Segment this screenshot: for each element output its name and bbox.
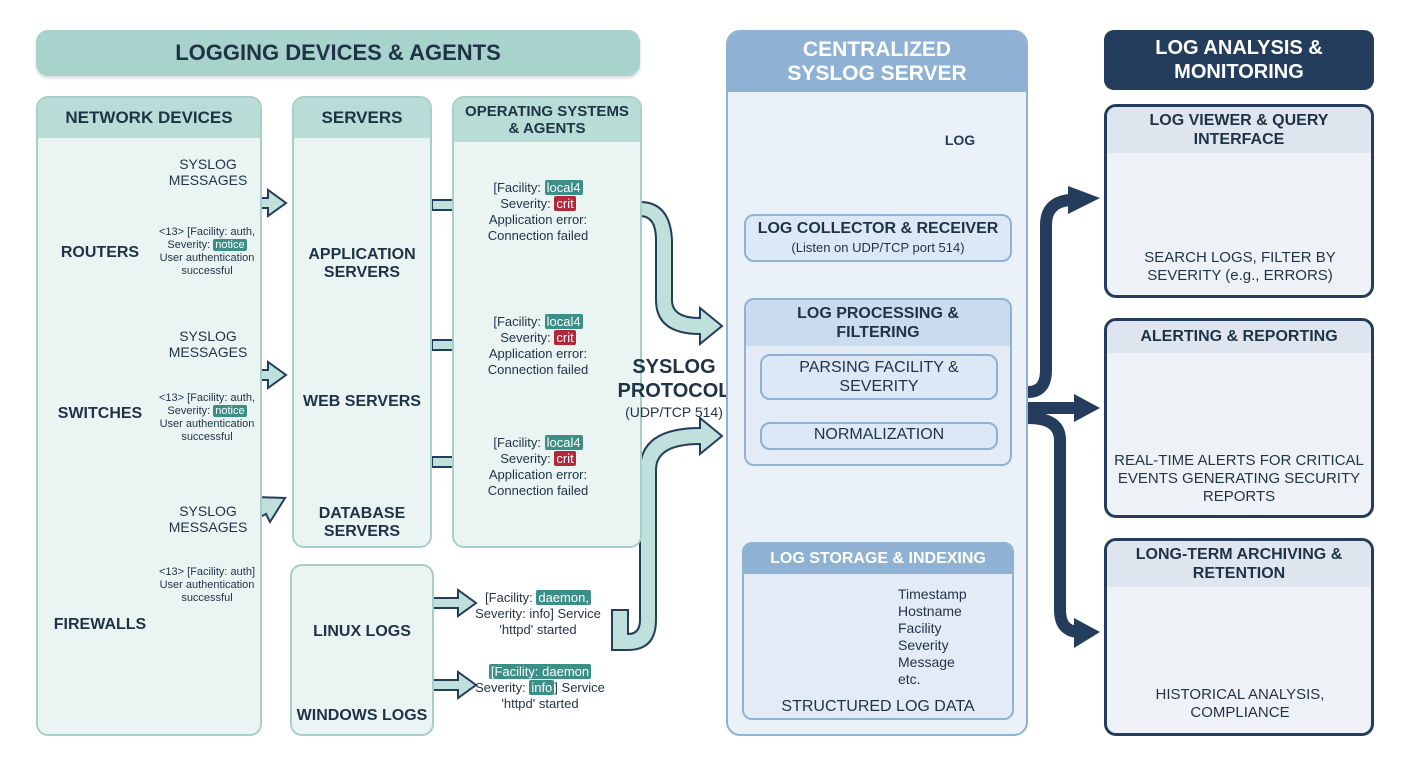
field-facility: Facility xyxy=(898,620,942,636)
log-file-text: LOG xyxy=(944,132,976,148)
log-viewer-description: SEARCH LOGS, FILTER BY SEVERITY (e.g., E… xyxy=(1144,249,1336,284)
servers-panel xyxy=(292,96,432,548)
db-server-message: [Facility: local4 Severity: crit Applica… xyxy=(487,435,589,498)
log-viewer-title: LOG VIEWER & QUERY INTERFACE xyxy=(1107,107,1371,153)
log-collector-box xyxy=(744,214,1012,262)
windows-logs-label: WINDOWS LOGS xyxy=(296,707,428,724)
log-storage-title: LOG STORAGE & INDEXING xyxy=(744,544,1012,574)
field-message: Message xyxy=(898,654,955,670)
syslog-messages-label: SYSLOG MESSAGES xyxy=(168,156,248,188)
app-server-message: [Facility: local4 Severity: crit Applica… xyxy=(487,180,589,243)
analysis-fanout-arrows xyxy=(1027,194,1081,638)
archiving-description: HISTORICAL ANALYSIS, COMPLIANCE xyxy=(1155,686,1325,721)
archiving-title: LONG-TERM ARCHIVING & RETENTION xyxy=(1107,541,1371,587)
syslog-protocol-label: SYSLOG PROTOCOL xyxy=(617,356,731,402)
parsing-box xyxy=(760,354,998,400)
syslog-messages-label: SYSLOG MESSAGES xyxy=(168,503,248,535)
routers-label: ROUTERS xyxy=(60,244,140,261)
log-collector-subtitle: (Listen on UDP/TCP port 514) xyxy=(791,240,965,255)
firewall-message: <13> [Facility: auth] User authenticatio… xyxy=(159,566,255,604)
web-server-message: [Facility: local4 Severity: crit Applica… xyxy=(487,314,589,377)
log-processing-header xyxy=(746,300,1010,346)
application-servers-label: APPLICATION SERVERS xyxy=(308,246,416,281)
alerting-title: ALERTING & REPORTING xyxy=(1107,321,1371,353)
field-timestamp: Timestamp xyxy=(898,586,967,602)
field-severity: Severity xyxy=(898,637,949,653)
protocol-flow-arrows xyxy=(603,201,724,651)
normalization-box xyxy=(760,422,998,450)
syslog-protocol-port: (UDP/TCP 514) xyxy=(625,404,723,420)
field-etc: etc. xyxy=(898,671,921,687)
log-processing-title: LOG PROCESSING & FILTERING xyxy=(797,305,959,341)
servers-header: SERVERS xyxy=(294,98,430,138)
network-devices-header: NETWORK DEVICES xyxy=(38,98,260,138)
log-analysis-title: LOG ANALYSIS & MONITORING xyxy=(1104,30,1374,90)
linux-message: [Facility: daemon, Severity: info] Servi… xyxy=(475,590,601,637)
windows-message: [Facility: daemon Severity: info] Servic… xyxy=(475,664,605,711)
firewalls-label: FIREWALLS xyxy=(53,616,147,633)
syslog-server-title: CENTRALIZED SYSLOG SERVER xyxy=(728,32,1026,92)
log-collector-title: LOG COLLECTOR & RECEIVER xyxy=(757,220,999,237)
structured-log-data-label: STRUCTURED LOG DATA xyxy=(781,698,975,715)
syslog-messages-label: SYSLOG MESSAGES xyxy=(168,328,248,360)
field-hostname: Hostname xyxy=(898,603,962,619)
os-agents-header: OPERATING SYSTEMS & AGENTS xyxy=(454,98,640,142)
os-logs-panel xyxy=(290,564,434,736)
web-servers-label: WEB SERVERS xyxy=(303,393,421,410)
parsing-label: PARSING FACILITY & SEVERITY xyxy=(799,359,959,395)
linux-logs-label: LINUX LOGS xyxy=(313,623,411,640)
logging-devices-banner: LOGGING DEVICES & AGENTS xyxy=(36,30,640,76)
alerting-description: REAL-TIME ALERTS FOR CRITICAL EVENTS GEN… xyxy=(1114,452,1364,505)
database-servers-label: DATABASE SERVERS xyxy=(318,505,406,540)
normalization-label: NORMALIZATION xyxy=(813,426,945,443)
switches-label: SWITCHES xyxy=(57,405,143,422)
router-message: <13> [Facility: auth, Severity: notice U… xyxy=(159,226,255,277)
log-fields-list: Timestamp Hostname Facility Severity Mes… xyxy=(898,586,998,688)
switch-message: <13> [Facility: auth, Severity: notice U… xyxy=(159,392,255,443)
